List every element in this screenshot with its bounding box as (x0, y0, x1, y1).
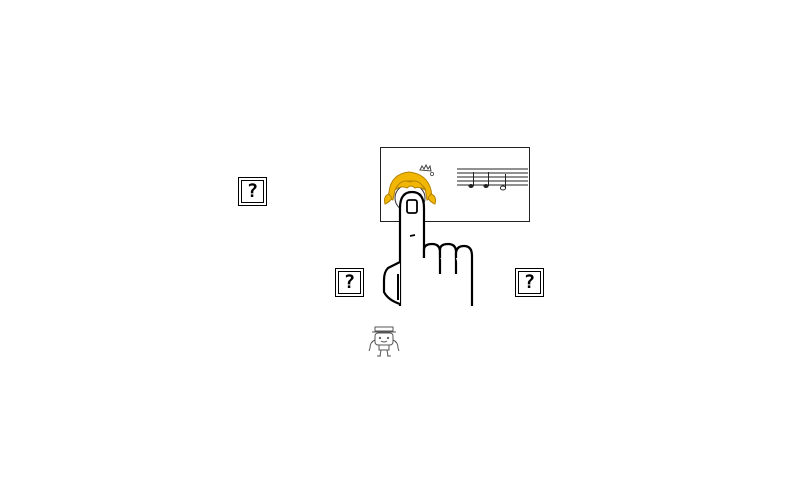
question-mark-icon: ? (246, 180, 259, 202)
mystery-box-left[interactable]: ? (237, 176, 268, 207)
mystery-box-frame (338, 271, 361, 294)
mystery-box-middle[interactable]: ? (334, 267, 365, 298)
question-mark-icon: ? (343, 271, 356, 293)
music-notes-icon (457, 168, 528, 191)
tap-gesture-hand-icon (382, 190, 474, 306)
mystery-box-right[interactable]: ? (514, 267, 545, 298)
mystery-box-frame (518, 271, 541, 294)
question-mark-icon: ? (523, 271, 536, 293)
mystery-box-frame (241, 180, 264, 203)
robot-mascot-icon[interactable] (366, 324, 402, 360)
